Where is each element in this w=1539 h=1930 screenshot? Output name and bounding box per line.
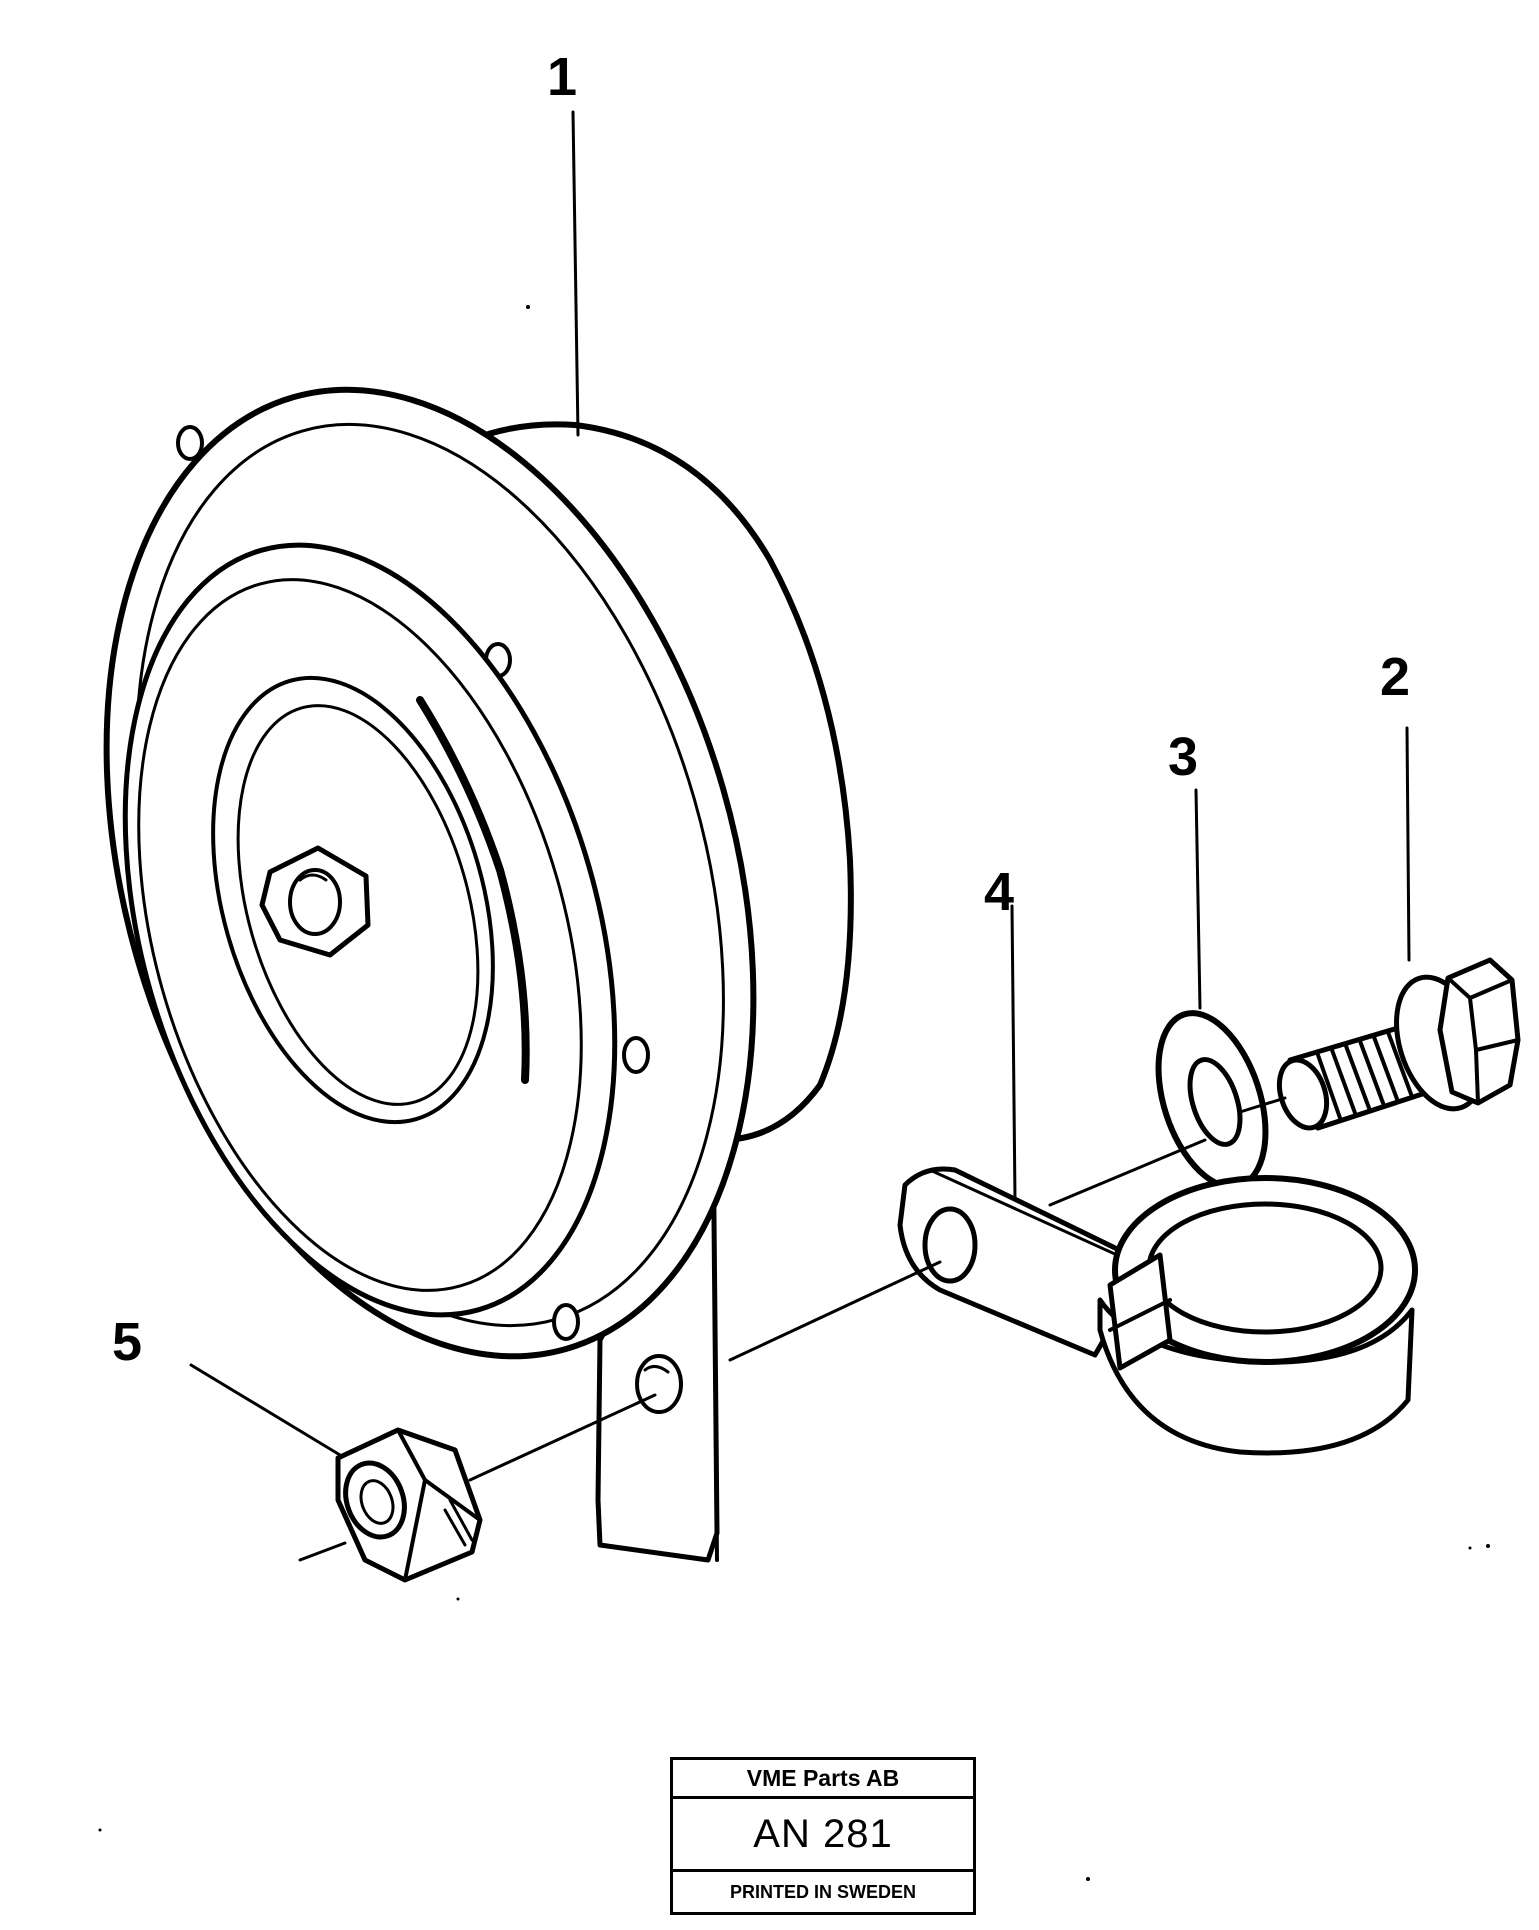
callout-4: 4: [984, 862, 1014, 922]
drawing-code: AN 281: [673, 1799, 973, 1872]
printed-in-note: PRINTED IN SWEDEN: [729, 1882, 916, 1902]
bolt-part: [1276, 957, 1521, 1131]
assembly-lines: [298, 1096, 1287, 1562]
company-name: VME Parts AB: [673, 1760, 973, 1799]
callout-1: 1: [547, 47, 577, 107]
title-block: VME Parts AB AN 281 PRINTED IN SWEDEN: [670, 1757, 976, 1915]
horn-part: [103, 386, 854, 1563]
callout-2: 2: [1380, 647, 1410, 707]
leader-lines: [189, 110, 1411, 1457]
clamp-part: [897, 1166, 1418, 1456]
callout-5: 5: [112, 1312, 142, 1372]
nut-part: [335, 1427, 483, 1583]
scan-specks: [98, 305, 1490, 1881]
washer-part: [1155, 1010, 1269, 1190]
callout-3: 3: [1168, 727, 1198, 787]
